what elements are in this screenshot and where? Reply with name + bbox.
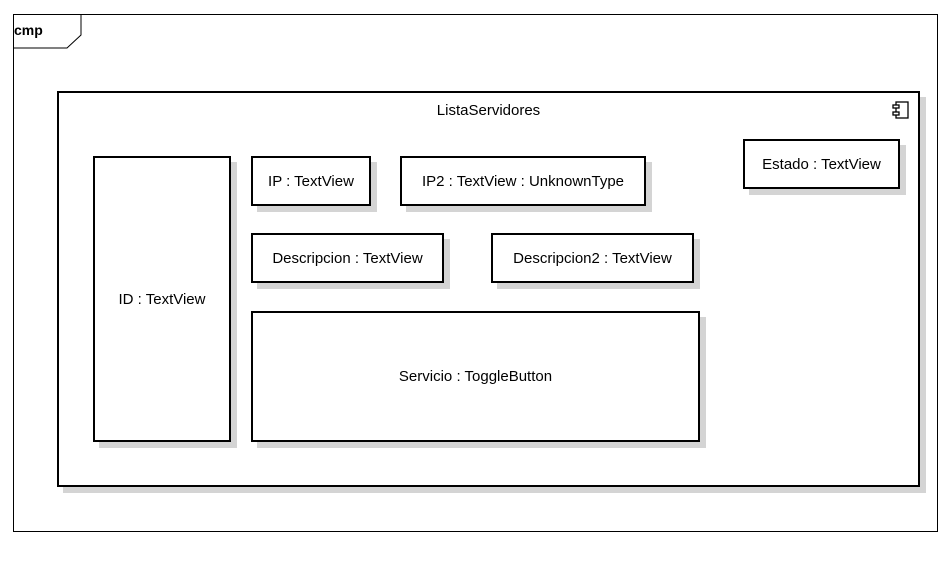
frame-label: cmp: [14, 22, 43, 38]
diagram-frame: [13, 14, 938, 532]
ip2-textview-component: IP2 : TextView : UnknownType: [400, 156, 646, 206]
servicio-togglebutton-component: Servicio : ToggleButton: [251, 311, 700, 442]
descripcion2-textview-component: Descripcion2 : TextView: [491, 233, 694, 283]
id-textview-component: ID : TextView: [93, 156, 231, 442]
id-label: ID : TextView: [118, 290, 206, 308]
frame-tab: [14, 15, 82, 49]
servicio-label: Servicio : ToggleButton: [398, 368, 553, 385]
estado-textview-component: Estado : TextView: [743, 139, 900, 189]
descripcion2-label: Descripcion2 : TextView: [513, 249, 672, 267]
component-title: ListaServidores: [436, 102, 541, 119]
ip-label: IP : TextView: [268, 172, 354, 190]
ip2-label: IP2 : TextView : UnknownType: [421, 172, 625, 190]
estado-label: Estado : TextView: [762, 155, 881, 173]
ip-textview-component: IP : TextView: [251, 156, 371, 206]
component-icon: [892, 101, 909, 119]
descripcion-label: Descripcion : TextView: [272, 249, 423, 267]
descripcion-textview-component: Descripcion : TextView: [251, 233, 444, 283]
